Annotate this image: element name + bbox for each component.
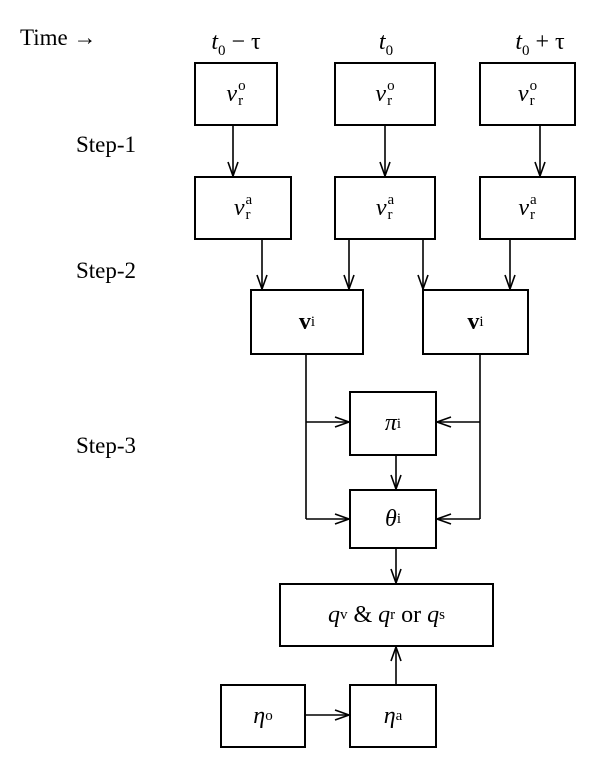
time-header-curr: t0 (378, 29, 394, 59)
step-2-label: Step-2 (76, 258, 137, 283)
time-header-next: t0 + τ (515, 29, 565, 59)
step-3-label: Step-3 (76, 433, 137, 458)
time-header-prev: t0 − τ (211, 29, 261, 59)
step-1-label: Step-1 (76, 132, 137, 157)
time-axis-label: Time → (20, 25, 97, 50)
